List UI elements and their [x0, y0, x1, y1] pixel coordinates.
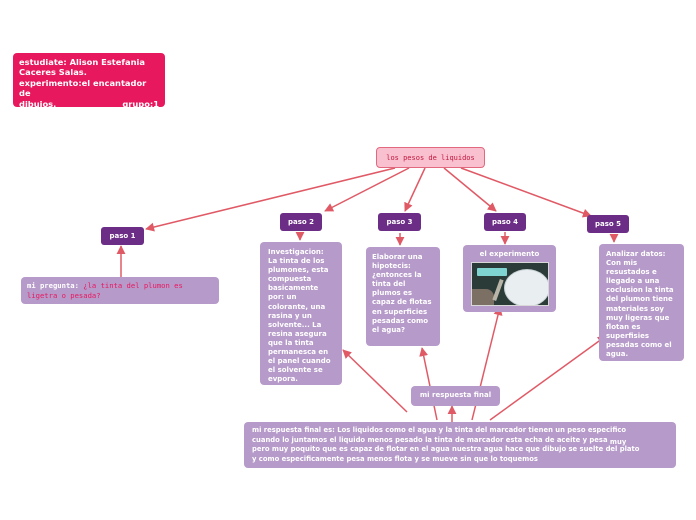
connector-final-paso2 [342, 349, 408, 413]
final-answer-line-2b: muy [609, 437, 627, 446]
connector-root-paso5 [460, 167, 592, 218]
step-paso-1[interactable]: paso 1 [101, 227, 144, 245]
group-label: grupo:1 [122, 98, 159, 109]
student-surname-line: Caceres Salas. [19, 67, 87, 78]
final-answer-line-4: y como especificamente pesa menos flota … [252, 454, 538, 463]
investigation-card[interactable]: Investigacion: La tinta de los plumones,… [260, 242, 342, 385]
step-paso-5[interactable]: paso 5 [587, 215, 629, 233]
step-paso-2[interactable]: paso 2 [280, 213, 322, 231]
connector-final-paso3 [419, 347, 438, 421]
step-paso-4[interactable]: paso 4 [484, 213, 526, 231]
experiment-card[interactable]: el experimento [463, 245, 556, 312]
analysis-card[interactable]: Analizar datos: Con mis resustados e lle… [599, 244, 684, 361]
root-topic[interactable]: los pesos de liquidos [376, 147, 485, 168]
final-answer-line-1: mi respuesta final es: Los liquidos como… [252, 426, 627, 434]
hypothesis-text: Elaborar una hipotecis: ¿entonces la tin… [372, 253, 432, 334]
final-answer-line-3: pero muy poquito que es capaz de flotar … [252, 445, 640, 453]
final-answer-card[interactable]: mi respuesta final es: Los liquidos como… [244, 422, 676, 468]
question-card[interactable]: mi pregunta: ¿la tinta del plumon es lig… [21, 277, 219, 304]
experiment-line: experimento:el encantador de [19, 77, 147, 99]
analysis-text: Analizar datos: Con mis resustados e lle… [606, 250, 674, 359]
student-info-box: estudiate: Alison Estefania Caceres Sala… [13, 53, 165, 109]
hypothesis-card[interactable]: Elaborar una hipotecis: ¿entonces la tin… [366, 247, 440, 346]
final-answer-line-2: cuando lo juntamos el liquido menos pesa… [252, 436, 668, 446]
student-name-line: estudiate: Alison Estefania [19, 57, 145, 67]
connector-root-paso3 [404, 167, 426, 212]
step-paso-3[interactable]: paso 3 [378, 213, 421, 231]
connector-root-paso2 [324, 167, 410, 212]
experiment-title: el experimento [479, 250, 540, 258]
final-answer-label[interactable]: mi respuesta final [411, 386, 500, 406]
connector-root-paso1 [145, 167, 396, 232]
connector-final-paso5 [489, 335, 607, 421]
question-text: ¿la tinta del plumon es ligetra o pesada… [27, 281, 183, 300]
experiment-group-row: dibujos. grupo:1 [19, 99, 159, 109]
investigation-text: Investigacion: La tinta de los plumones,… [268, 248, 331, 384]
question-label: mi pregunta: [27, 281, 79, 290]
experiment-line-end: dibujos. [19, 98, 57, 109]
final-answer-line-2a: cuando lo juntamos el liquido menos pesa… [252, 435, 608, 444]
experiment-photo [470, 262, 549, 307]
connector-root-paso4 [443, 167, 497, 212]
